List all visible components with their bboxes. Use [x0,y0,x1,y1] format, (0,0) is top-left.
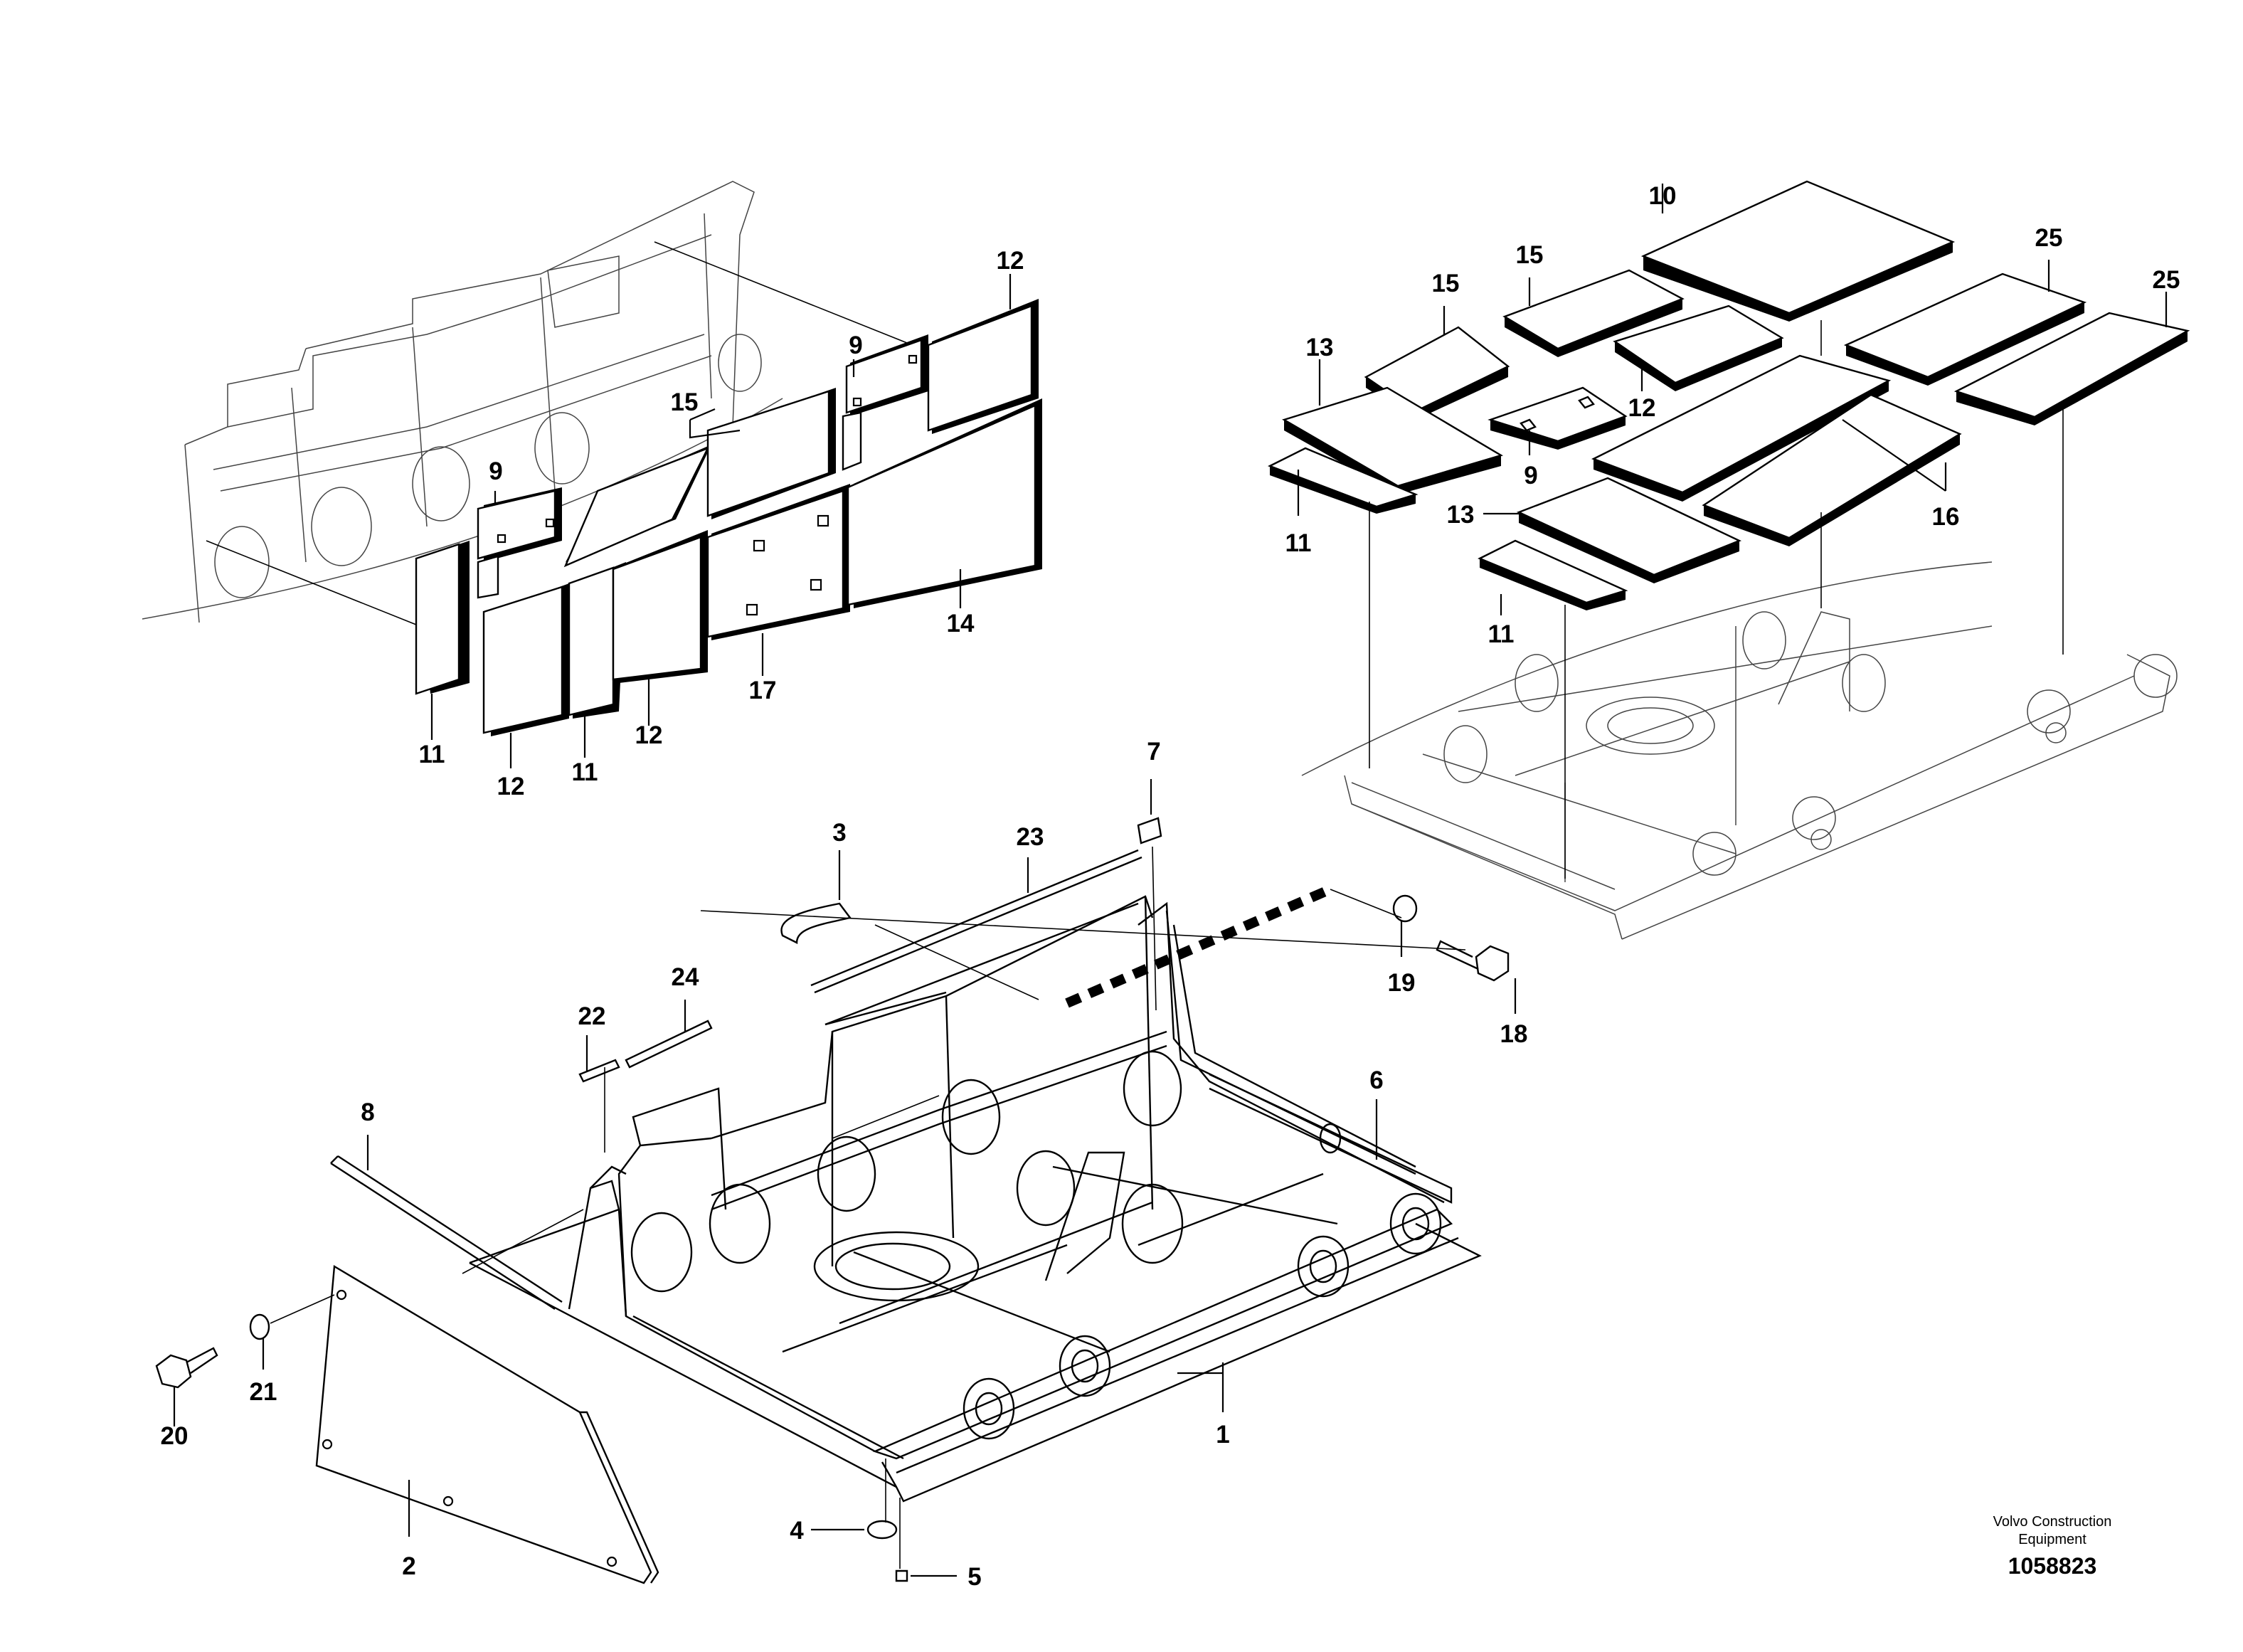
callout-12: 12 [635,721,663,749]
callout-23: 23 [1017,823,1044,851]
floor-plate-11b [1478,539,1628,610]
callout-24: 24 [672,963,699,991]
callout-22: 22 [578,1002,606,1030]
drawing-footer: Volvo Construction Equipment 1058823 [1993,1514,2112,1579]
callout-11: 11 [1285,529,1312,557]
part-4-pad [866,1520,898,1540]
part-8-rod [330,1155,563,1311]
main-frame-assembly: 1 2 3 4 5 6 7 8 23 22 24 19 18 20 21 [155,738,1528,1591]
callout-13: 13 [1447,501,1475,529]
callout-1: 1 [1216,1421,1229,1449]
floor-plate-13a [1282,386,1503,494]
callout-12: 12 [997,247,1024,275]
floor-plate-11a [1268,447,1419,514]
part-21-washer [249,1313,270,1340]
callout-17: 17 [749,677,777,704]
part-3-hose [780,902,852,944]
callout-21: 21 [250,1378,277,1406]
callout-2: 2 [402,1552,415,1580]
part-7-bushing [1137,817,1162,844]
callout-14: 14 [947,610,975,637]
part-22-pin [578,1059,620,1083]
callout-16: 16 [1932,503,1960,531]
callout-9: 9 [849,332,862,359]
wear-plate-9b [842,334,928,471]
floor-plate-25b [1953,312,2190,425]
floor-plate-16a [1591,354,1892,502]
callout-5: 5 [967,1563,981,1591]
callout-15: 15 [1516,241,1544,269]
wear-plate-11a [415,541,470,695]
wear-plate-12a [482,583,569,736]
brand-line-1: Volvo Construction [1993,1514,2112,1530]
callout-3: 3 [832,819,846,847]
callout-11: 11 [1488,620,1515,648]
floor-plate-25a [1843,272,2087,386]
part-20-bolt [155,1347,218,1389]
document-number: 1058823 [2008,1553,2097,1579]
callout-7: 7 [1147,738,1160,766]
callout-12: 12 [1628,394,1656,422]
callout-11: 11 [572,758,598,786]
callout-10: 10 [1649,182,1677,210]
callout-20: 20 [161,1422,189,1450]
wear-plate-14 [847,398,1042,608]
floor-plate-13b [1516,477,1741,583]
callout-18: 18 [1500,1020,1528,1048]
callout-11: 11 [419,741,445,768]
callout-15: 15 [671,388,699,416]
part-24-pin [625,1020,713,1069]
part-5-pin [895,1569,908,1582]
wear-plate-17 [706,484,850,640]
floor-plate-12 [1613,305,1784,391]
part-2-side-cover [315,1264,659,1584]
upper-right-assembly: 10 15 15 13 11 12 9 25 25 16 13 11 [1268,180,2190,940]
brand-line-2: Equipment [2018,1532,2086,1547]
callout-25: 25 [2035,224,2063,252]
callout-13: 13 [1306,334,1334,361]
part-19-washer [1392,894,1418,923]
callout-9: 9 [489,457,502,485]
callout-8: 8 [361,1098,374,1126]
part-18-bolt [1436,940,1510,982]
upper-left-assembly: 11 12 11 12 17 14 12 9 9 15 [142,181,1042,800]
wear-plate-15 [706,388,836,519]
floor-plate-15a [1502,269,1685,357]
pivot-bosses [963,1192,1442,1440]
callout-25: 25 [2153,266,2180,294]
callout-9: 9 [1524,462,1537,489]
floor-plate-16b [1702,393,1962,546]
floor-plate-10 [1640,180,1956,322]
callout-6: 6 [1369,1066,1383,1094]
callout-15: 15 [1432,270,1460,297]
callout-19: 19 [1388,969,1416,997]
wear-plate-12c [927,299,1039,434]
callout-4: 4 [790,1517,804,1545]
callout-12: 12 [497,773,525,800]
wear-plate-12b [612,530,708,683]
floor-plate-9 [1488,386,1628,450]
wear-plate-9a [477,487,562,599]
